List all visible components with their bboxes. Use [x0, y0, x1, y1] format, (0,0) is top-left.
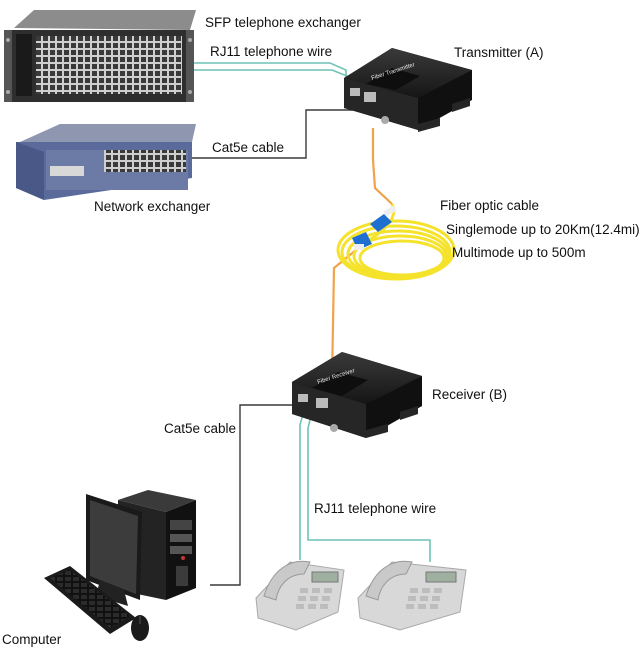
receiver-b: Fiber Receiver [292, 352, 422, 438]
fiber-connector-blue-left [352, 232, 372, 250]
label-receiver-b: Receiver (B) [432, 387, 508, 402]
label-fiber-multimode: Multimode up to 500m [452, 245, 586, 260]
fiber-connector-blue-top [370, 205, 397, 232]
label-fiber-optic-cable: Fiber optic cable [440, 198, 540, 213]
label-transmitter-a: Transmitter (A) [454, 45, 544, 60]
label-sfp-telephone-exchanger: SFP telephone exchanger [205, 15, 361, 30]
label-cat5e-bottom: Cat5e cable [164, 421, 237, 436]
label-cat5e-top: Cat5e cable [212, 140, 285, 155]
label-rj11-wire-bottom: RJ11 telephone wire [314, 501, 437, 516]
network-exchanger [16, 124, 196, 200]
label-network-exchanger: Network exchanger [94, 199, 211, 214]
label-rj11-wire-top: RJ11 telephone wire [210, 44, 333, 59]
cat5e-wire-bottom [210, 404, 310, 586]
fiber-link-top [371, 128, 393, 205]
transmitter-a: Fiber Transmitter [344, 48, 472, 132]
computer [44, 490, 196, 641]
fiber-optic-cable-coil [336, 203, 456, 281]
rj11-wire-top [190, 62, 353, 100]
telephone-right [357, 560, 467, 631]
telephone-left [255, 560, 345, 631]
label-computer: Computer [2, 632, 62, 647]
label-fiber-singlemode: Singlemode up to 20Km(12.4mi) [446, 222, 640, 237]
sfp-telephone-exchanger [4, 10, 196, 102]
